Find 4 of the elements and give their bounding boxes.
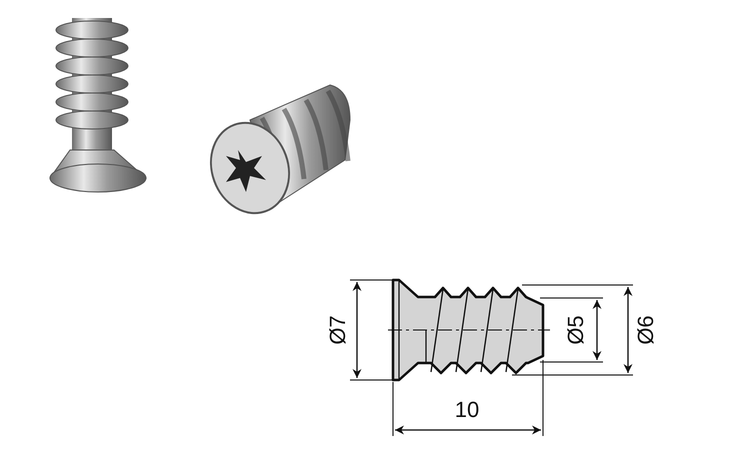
dimension-label: Ø7 <box>327 315 349 345</box>
dimension-label: 10 <box>454 399 480 421</box>
dimension-label: Ø6 <box>635 315 657 345</box>
dimension-label: Ø5 <box>565 315 587 345</box>
